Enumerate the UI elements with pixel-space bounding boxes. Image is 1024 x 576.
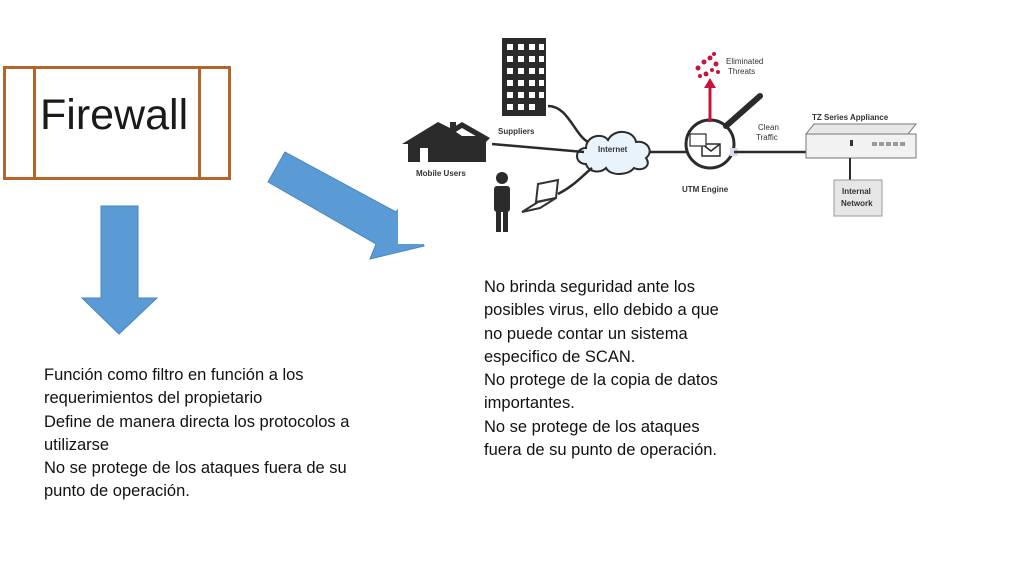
laptop-icon xyxy=(521,178,560,213)
left-text-line: No se protege de los ataques fuera de su… xyxy=(44,459,347,501)
title-frame-left-bar xyxy=(33,69,36,177)
title-frame xyxy=(3,66,231,180)
left-text-block: Función como filtro en función a los req… xyxy=(44,364,354,504)
right-text-block: No brinda seguridad ante los posibles vi… xyxy=(484,276,724,462)
left-text-line: Define de manera directa los protocolos … xyxy=(44,412,350,454)
utm-engine-label: UTM Engine xyxy=(682,185,729,194)
right-text-line: No brinda seguridad ante los posibles vi… xyxy=(484,278,719,366)
utm-engine-icon xyxy=(684,93,763,170)
right-text-line: No se protege de los ataques fuera de su… xyxy=(484,417,718,460)
eliminated-label: Eliminated xyxy=(726,57,763,66)
appliance-icon xyxy=(804,123,918,159)
appliance-label: TZ Series Appliance xyxy=(812,113,889,122)
traffic-label: Traffic xyxy=(756,133,778,142)
internet-cloud-icon xyxy=(576,131,651,175)
right-text-line: No protege de la copia de datos importan… xyxy=(484,371,718,413)
person-icon xyxy=(494,172,510,232)
clean-label: Clean xyxy=(758,123,779,132)
network-diagram: Suppliers Mobile Users Internet xyxy=(398,36,924,244)
threats-label: Threats xyxy=(728,67,755,76)
internal-label: Internal xyxy=(842,187,871,196)
internal-network-box xyxy=(833,179,883,217)
title-frame-right-bar xyxy=(198,69,201,177)
building-icon xyxy=(502,38,546,116)
mobile-users-label: Mobile Users xyxy=(416,169,466,178)
threats-arrow-icon xyxy=(695,52,720,122)
network-label: Network xyxy=(841,199,873,208)
suppliers-label: Suppliers xyxy=(498,127,535,136)
connection-lines xyxy=(491,104,686,196)
internet-label: Internet xyxy=(598,145,628,154)
left-text-line: Función como filtro en función a los req… xyxy=(44,366,304,408)
down-arrow xyxy=(80,205,159,335)
slide-title: Firewall xyxy=(40,91,189,139)
house-icon xyxy=(402,122,490,162)
